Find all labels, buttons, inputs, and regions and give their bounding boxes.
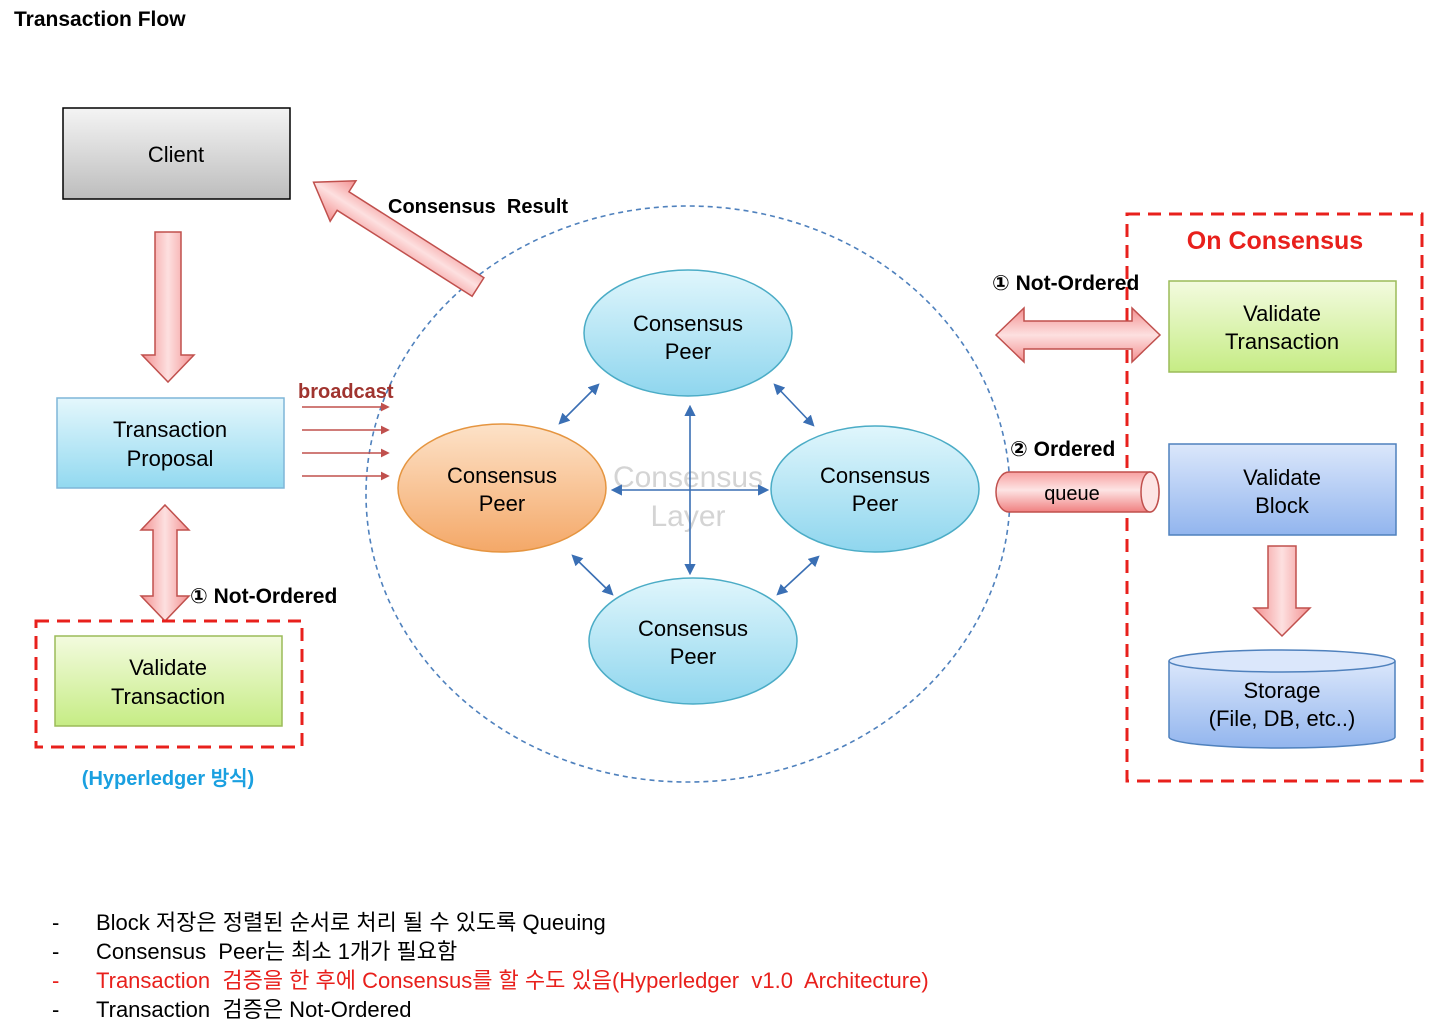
note-dash: - bbox=[52, 997, 60, 1022]
validate-block-node[interactable]: Validate Block bbox=[1168, 443, 1397, 536]
validate-transaction-left-line2: Transaction bbox=[111, 684, 225, 709]
client-node[interactable]: Client bbox=[62, 107, 291, 200]
queue-cylinder: queue bbox=[995, 471, 1160, 513]
consensus-peer-bottom-line1: Consensus bbox=[638, 616, 748, 641]
consensus-peer-left-line2: Peer bbox=[479, 491, 525, 516]
consensus-layer-label-line2: Layer bbox=[650, 500, 725, 533]
queue-label: queue bbox=[1044, 483, 1100, 505]
validate-transaction-right-line1: Validate bbox=[1243, 301, 1321, 326]
consensus-peer-left-line1: Consensus bbox=[447, 463, 557, 488]
note-text: Block 저장은 정렬된 순서로 처리 될 수 있도록 Queuing bbox=[96, 910, 606, 935]
transaction-proposal-label-line1: Transaction bbox=[113, 417, 227, 442]
validate-transaction-right-line2: Transaction bbox=[1225, 329, 1339, 354]
consensus-peer-top[interactable]: Consensus Peer bbox=[583, 269, 793, 397]
storage-cylinder[interactable]: Storage (File, DB, etc..) bbox=[1168, 649, 1396, 749]
double-arrow-not-ordered-right bbox=[994, 306, 1162, 364]
diagram-title: Transaction Flow bbox=[14, 8, 186, 31]
consensus-peer-right[interactable]: Consensus Peer bbox=[770, 425, 980, 553]
transaction-proposal-node[interactable]: Transaction Proposal bbox=[56, 397, 285, 489]
not-ordered-left-label: ① Not-Ordered bbox=[190, 585, 337, 608]
down-arrow-client-to-proposal bbox=[140, 231, 196, 384]
note-text: Transaction 검증을 한 후에 Consensus를 할 수도 있음(… bbox=[96, 968, 929, 993]
storage-line2: (File, DB, etc..) bbox=[1209, 706, 1356, 731]
down-arrow-block-to-storage bbox=[1252, 545, 1312, 638]
validate-transaction-left-line1: Validate bbox=[129, 655, 207, 680]
consensus-peer-top-line1: Consensus bbox=[633, 311, 743, 336]
hyperledger-dashed-box bbox=[34, 619, 304, 749]
consensus-peer-bottom-line2: Peer bbox=[670, 644, 716, 669]
note-dash: - bbox=[52, 939, 60, 964]
peer-connectors bbox=[558, 383, 820, 596]
connector-bottom-right bbox=[776, 555, 820, 596]
validate-block-line2: Block bbox=[1255, 493, 1310, 518]
notes-list: - Block 저장은 정렬된 순서로 처리 될 수 있도록 Queuing - C… bbox=[52, 908, 929, 1024]
broadcast-label: broadcast bbox=[298, 381, 394, 403]
connector-top-right bbox=[773, 383, 815, 427]
note-text: Transaction 검증은 Not-Ordered bbox=[96, 997, 412, 1022]
consensus-peer-bottom[interactable]: Consensus Peer bbox=[588, 577, 798, 705]
note-item-3: - Transaction 검증을 한 후에 Consensus를 할 수도 있음… bbox=[52, 966, 929, 995]
note-dash: - bbox=[52, 910, 60, 935]
connector-top-left bbox=[558, 383, 600, 425]
note-item-4: - Transaction 검증은 Not-Ordered bbox=[52, 995, 929, 1024]
transaction-proposal-label-line2: Proposal bbox=[127, 446, 214, 471]
broadcast-arrows bbox=[302, 402, 390, 481]
ordered-label: ② Ordered bbox=[1010, 438, 1115, 461]
client-label: Client bbox=[148, 142, 204, 167]
validate-transaction-left-node[interactable]: Validate Transaction bbox=[54, 635, 283, 727]
consensus-result-label: Consensus Result bbox=[388, 196, 568, 218]
validate-block-line1: Validate bbox=[1243, 465, 1321, 490]
consensus-peer-right-line2: Peer bbox=[852, 491, 898, 516]
consensus-result-arrow bbox=[312, 179, 485, 298]
on-consensus-label: On Consensus bbox=[1187, 227, 1363, 255]
hyperledger-method-label: (Hyperledger 방식) bbox=[82, 767, 254, 790]
consensus-peer-right-line1: Consensus bbox=[820, 463, 930, 488]
not-ordered-right-label: ① Not-Ordered bbox=[992, 272, 1139, 295]
connector-bottom-left bbox=[571, 554, 614, 596]
double-arrow-proposal-validate bbox=[139, 503, 191, 623]
note-dash: - bbox=[52, 968, 60, 993]
consensus-peer-top-line2: Peer bbox=[665, 339, 711, 364]
consensus-peer-left[interactable]: Consensus Peer bbox=[397, 423, 607, 553]
storage-line1: Storage bbox=[1243, 678, 1320, 703]
note-item-1: - Block 저장은 정렬된 순서로 처리 될 수 있도록 Queuing bbox=[52, 908, 929, 937]
note-text: Consensus Peer는 최소 1개가 필요함 bbox=[96, 939, 458, 964]
consensus-layer-label-line1: Consensus bbox=[613, 461, 763, 494]
note-item-2: - Consensus Peer는 최소 1개가 필요함 bbox=[52, 937, 929, 966]
validate-transaction-right-node[interactable]: Validate Transaction bbox=[1168, 280, 1397, 373]
